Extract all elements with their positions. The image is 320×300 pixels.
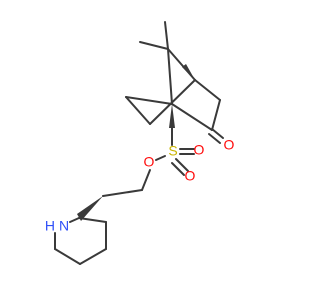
atom-label-piperidine-nitrogen: N (59, 218, 69, 234)
wedge-bond-ch2-to-sulfur (169, 104, 175, 128)
bond-c7-bridgehead-bottom (167, 48, 173, 105)
bond-ethyl-link (102, 189, 143, 197)
bond-sulfur-ester-oxygen (155, 155, 166, 161)
wedge-bond-hydrogen-bridgehead (182, 64, 195, 80)
bond-ring-c3-c2 (78, 217, 107, 223)
bond-ring-c5-c4 (79, 248, 107, 265)
bond-sulfur-oxygen-bottom (175, 158, 189, 172)
bond-bridgehead-top-ch2 (194, 79, 221, 101)
atom-label-sulfonyl-oxygen-top: O (194, 142, 205, 158)
bond-ring-c6-c5 (54, 248, 81, 265)
bond-sulfur-oxygen-bottom-2 (171, 162, 185, 176)
bond-ketone-double-2 (208, 133, 221, 144)
molecule-diagram: O S O O O N H (45, 21, 235, 265)
bond-gem-methyl-2 (164, 21, 169, 50)
bond-left-ch2-lower (125, 96, 151, 125)
wedge-bond-piperidine-stereocenter (77, 196, 103, 221)
bond-carbonyl-bridgehead (171, 103, 213, 131)
structure-canvas: O S O O O N H (45, 21, 235, 265)
bond-ester-oxygen-ch2 (141, 169, 151, 191)
atom-label-nh-hydrogen: H (45, 218, 55, 234)
atom-label-ketone-oxygen: O (224, 137, 235, 153)
bond-ring-c2-n (69, 217, 80, 223)
bond-lower-bridgehead-top (149, 79, 196, 125)
atom-label-ester-oxygen: O (144, 154, 155, 170)
bond-gem-methyl-1 (139, 41, 169, 50)
bond-bridgehead-left-ch2 (125, 96, 173, 105)
bond-ch2-carbonyl (211, 99, 221, 131)
bond-ketone-double-1 (211, 128, 224, 139)
atom-label-sulfur: S (168, 143, 177, 159)
atom-label-sulfonyl-oxygen-bottom: O (185, 168, 196, 184)
